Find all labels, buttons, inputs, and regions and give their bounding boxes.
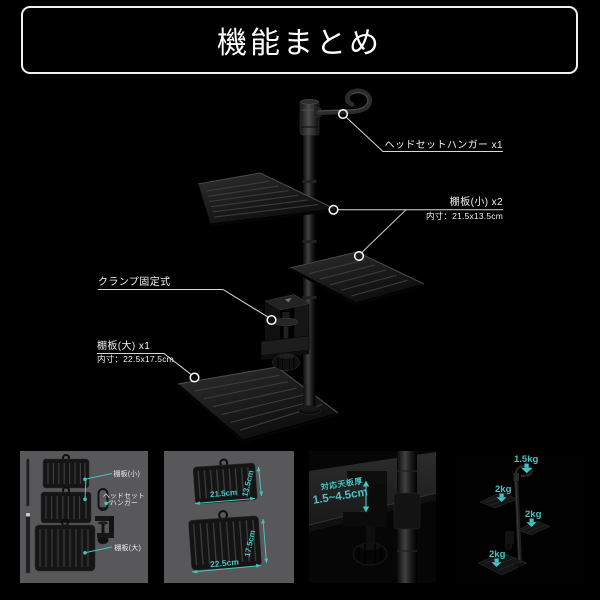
clamp-photo bbox=[343, 471, 388, 566]
page-title: 機能まとめ bbox=[217, 27, 382, 60]
callout-shelf-small-label: 棚板(小) x2 bbox=[449, 197, 503, 208]
marker-headset-hanger bbox=[337, 108, 349, 120]
thumbnail-desk-thickness: 対応天板厚 1.5~4.5cm bbox=[309, 451, 436, 583]
headset-hanger-part bbox=[97, 488, 109, 511]
marker-shelf-small-middle bbox=[353, 250, 365, 262]
clamp-part bbox=[95, 516, 114, 545]
parts-shelf-large-label: 棚板(大) bbox=[114, 545, 141, 552]
title-banner: 機能まとめ bbox=[21, 6, 578, 74]
small-shelf-dim bbox=[192, 458, 258, 505]
callout-shelf-large-label: 棚板(大) x1 bbox=[97, 341, 151, 352]
pole-part-lower bbox=[25, 512, 31, 574]
thickness-arrow bbox=[362, 480, 370, 513]
shelf-large-part bbox=[34, 518, 96, 572]
thumbnail-load-capacity: 1.5kg 2kg 2kg 2kg bbox=[455, 451, 583, 583]
shelf-large bbox=[176, 366, 340, 443]
callout-markers bbox=[189, 108, 365, 383]
callout-lines bbox=[97, 117, 503, 376]
mini-product bbox=[477, 464, 551, 576]
shelf-small-top bbox=[197, 172, 337, 227]
small-shelf-width-label: 21.5cm bbox=[209, 487, 238, 499]
shelf-small-part-2 bbox=[40, 486, 92, 524]
pole-part-upper bbox=[26, 458, 30, 507]
load-hanger-label: 1.5kg bbox=[514, 453, 539, 465]
load-top-shelf-label: 2kg bbox=[495, 483, 512, 495]
thumbnail-parts: 棚板(小) ヘッドセット ハンガー 棚板(大) bbox=[20, 451, 148, 583]
marker-shelf-small-top bbox=[328, 204, 339, 215]
large-shelf-width-label: 22.5cm bbox=[209, 556, 240, 569]
pole-photo bbox=[393, 451, 421, 583]
marker-shelf-large bbox=[189, 372, 200, 383]
callout-shelf-large-size: 内寸：22.5x17.5cm bbox=[97, 354, 174, 364]
shelf-small-part-1 bbox=[42, 454, 90, 489]
pole-foot bbox=[298, 384, 321, 415]
clamp bbox=[260, 294, 310, 371]
part-connectors bbox=[83, 473, 113, 555]
callout-headset-label: ヘッドセットハンガー x1 bbox=[384, 139, 503, 151]
callout-shelf-small-size: 内寸：21.5x13.5cm bbox=[426, 210, 503, 221]
marker-clamp bbox=[266, 314, 277, 326]
parts-shelf-small-label: 棚板(小) bbox=[113, 471, 140, 478]
parts-headset-label: ヘッドセット ハンガー bbox=[103, 493, 145, 508]
dimension-lines bbox=[191, 466, 269, 574]
thumbnail-dimensions: 21.5cm 13.5cm 22.5cm 17.5cm bbox=[164, 451, 294, 583]
callout-clamp-label: クランプ固定式 bbox=[98, 277, 171, 288]
load-arrows bbox=[491, 463, 537, 567]
load-bottom-shelf-label: 2kg bbox=[489, 548, 506, 560]
load-middle-shelf-label: 2kg bbox=[525, 509, 542, 520]
large-shelf-dim bbox=[188, 510, 262, 571]
headset-hook bbox=[313, 88, 372, 118]
